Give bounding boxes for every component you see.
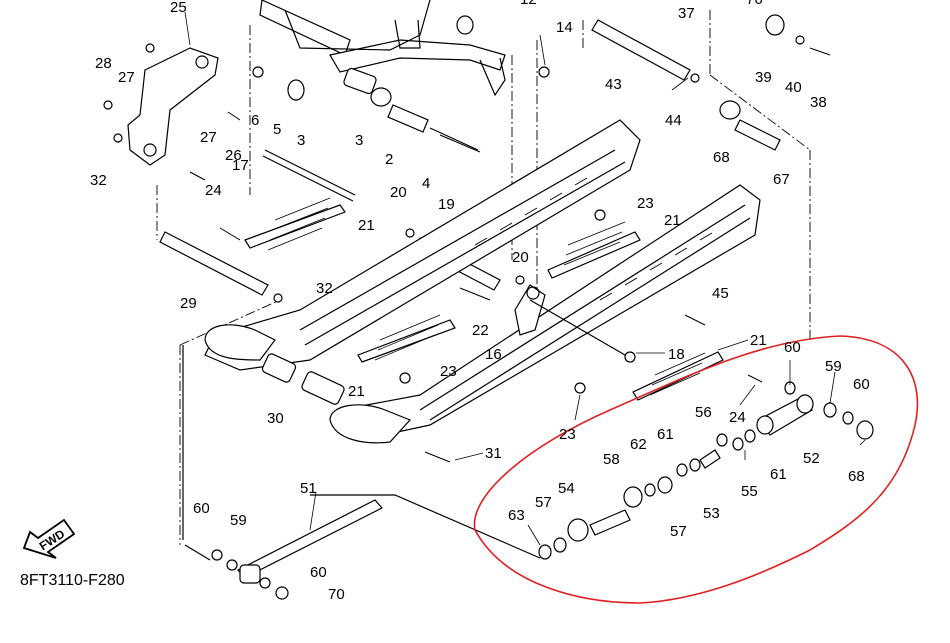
callout: 57 xyxy=(670,523,687,540)
callout: 56 xyxy=(695,404,712,421)
callout: 51 xyxy=(300,480,317,497)
callout: 21 xyxy=(750,332,767,349)
callout: 60 xyxy=(784,339,801,356)
callout: 23 xyxy=(637,195,654,212)
callout: 60 xyxy=(193,500,210,517)
callout: 22 xyxy=(472,322,489,339)
callout: 3 xyxy=(355,132,364,149)
callout: 40 xyxy=(785,79,802,96)
callout: 28 xyxy=(95,55,112,72)
callout: 61 xyxy=(657,426,674,443)
callout: 59 xyxy=(230,512,247,529)
callout: 67 xyxy=(773,171,790,188)
callout: 39 xyxy=(755,69,772,86)
callout: 23 xyxy=(559,426,576,443)
callout: 55 xyxy=(741,483,758,500)
callout: 24 xyxy=(729,409,746,426)
callout: 53 xyxy=(703,505,720,522)
callout: 31 xyxy=(485,445,502,462)
fwd-arrow-icon: FWD xyxy=(16,508,82,562)
callout: 14 xyxy=(556,19,573,36)
callout: 61 xyxy=(770,466,787,483)
callout: 26 xyxy=(225,147,242,164)
callout: 6 xyxy=(251,112,260,129)
callout: 27 xyxy=(200,129,217,146)
callout: 32 xyxy=(316,280,333,297)
callout: 24 xyxy=(205,182,222,199)
highlight-outline xyxy=(473,335,919,604)
callout: 12 xyxy=(520,0,537,7)
callout: 60 xyxy=(310,564,327,581)
callout: 62 xyxy=(630,436,647,453)
callout: 32 xyxy=(90,172,107,189)
callout: 63 xyxy=(508,507,525,524)
callout: 2 xyxy=(385,151,394,168)
callout: 17 xyxy=(232,157,249,174)
callout: 5 xyxy=(273,121,282,138)
callout: 60 xyxy=(853,376,870,393)
callout: 68 xyxy=(713,149,730,166)
callout: 45 xyxy=(712,285,729,302)
callout: 70 xyxy=(328,586,345,603)
callout: 19 xyxy=(438,196,455,213)
callout: 59 xyxy=(825,358,842,375)
callout: 21 xyxy=(358,217,375,234)
callout: 21 xyxy=(348,383,365,400)
callout: 21 xyxy=(664,212,681,229)
callout: 25 xyxy=(170,0,187,16)
callout: 54 xyxy=(558,480,575,497)
callout: 58 xyxy=(603,451,620,468)
callout: 76 xyxy=(746,0,763,7)
callout: 23 xyxy=(440,363,457,380)
callout: 20 xyxy=(390,184,407,201)
part-code: 8FT3110-F280 xyxy=(20,572,125,589)
callout: 4 xyxy=(422,175,431,192)
callout: 43 xyxy=(605,76,622,93)
callout: 29 xyxy=(180,295,197,312)
callout: 16 xyxy=(485,346,502,363)
callout: 3 xyxy=(297,132,306,149)
callout: 57 xyxy=(535,494,552,511)
callout: 68 xyxy=(848,468,865,485)
callout: 27 xyxy=(118,69,135,86)
callout: 38 xyxy=(810,94,827,111)
callout: 52 xyxy=(803,450,820,467)
callout: 30 xyxy=(267,410,284,427)
callout: 20 xyxy=(512,249,529,266)
callout: 18 xyxy=(668,346,685,363)
callout: 44 xyxy=(665,112,682,129)
callout: 37 xyxy=(678,5,695,22)
